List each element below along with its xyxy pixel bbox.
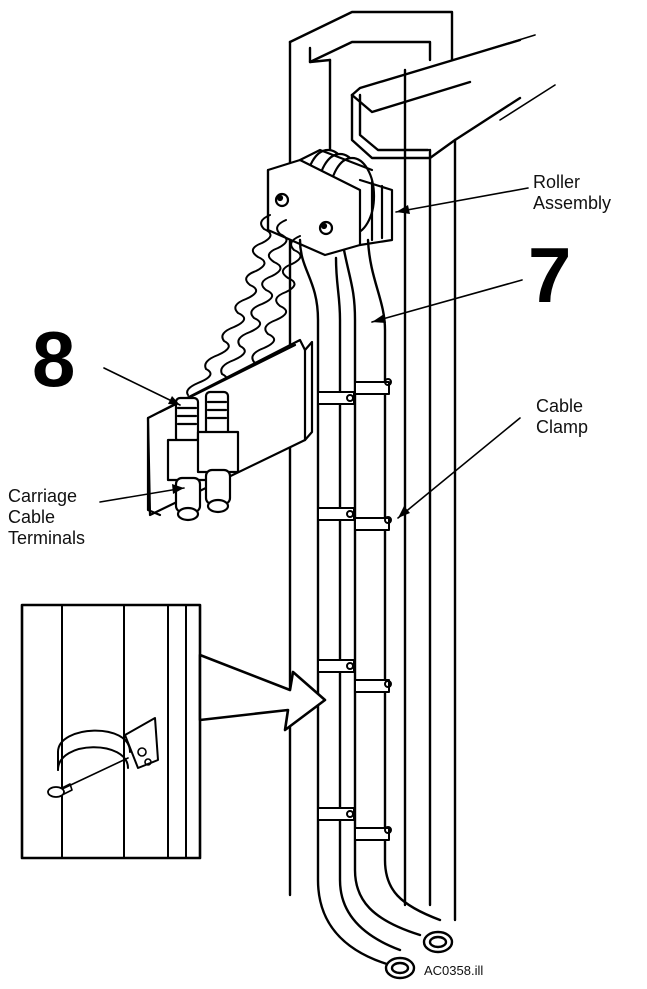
roller-assembly-label: Roller Assembly bbox=[533, 172, 612, 213]
leader-lines bbox=[99, 187, 529, 519]
leader-step-7 bbox=[371, 279, 523, 323]
leader-arrowheads bbox=[168, 205, 410, 518]
figure-code: AC0358.ill bbox=[424, 963, 484, 978]
carriage-terminal-bracket bbox=[146, 338, 314, 522]
leader-carriage-terminals bbox=[99, 487, 185, 503]
roller-assembly bbox=[266, 148, 394, 257]
cable-clamp-label: Cable Clamp bbox=[536, 396, 589, 437]
cable-clamps bbox=[317, 378, 392, 841]
step-number-8: 8 bbox=[32, 315, 76, 403]
leader-step-8 bbox=[103, 367, 181, 406]
vertical-cables bbox=[298, 238, 454, 980]
leader-cable-clamp bbox=[397, 417, 521, 519]
step-number-7: 7 bbox=[528, 231, 572, 319]
carriage-cable-terminals-label: Carriage Cable Terminals bbox=[8, 486, 86, 548]
mast-upright bbox=[288, 10, 556, 922]
detail-inset bbox=[20, 603, 202, 860]
leader-roller-assembly bbox=[395, 187, 529, 213]
detail-pointer-arrow bbox=[198, 653, 327, 732]
